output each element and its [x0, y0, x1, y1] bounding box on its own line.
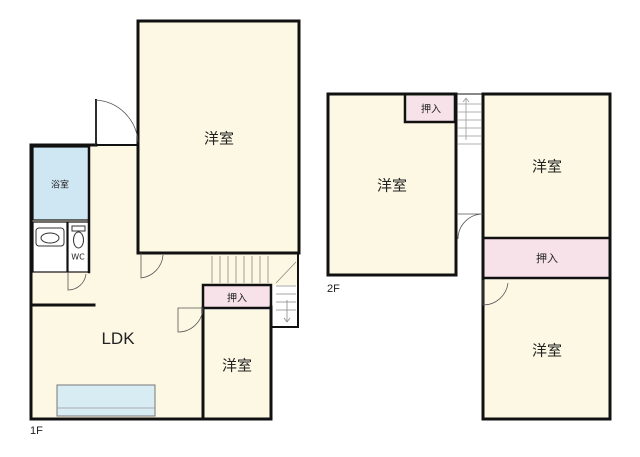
bath-fill	[33, 147, 89, 220]
room-label-western-bottom-right: 洋室	[531, 341, 563, 360]
western-top-right-fill	[483, 94, 610, 239]
stair-area-fill	[203, 253, 299, 285]
room-label-western-left: 洋室	[376, 176, 408, 195]
stairs-1f	[211, 256, 297, 323]
stairs-2f	[458, 97, 481, 145]
doors-1f	[67, 99, 204, 333]
kitchen-counter	[56, 384, 156, 417]
washbasin-icon	[35, 227, 65, 247]
room-label-ldk: LDK	[101, 329, 135, 348]
room-label-bath: 浴室	[50, 180, 70, 191]
room-label-closet: 押入	[227, 293, 247, 305]
western-left-fill	[329, 94, 456, 275]
wc-fill	[68, 222, 89, 272]
second-floor	[326, 92, 612, 421]
room-label-closet-top: 押入	[421, 104, 441, 116]
western-room-large-fill	[138, 21, 299, 253]
floor-label-2f: 2F	[327, 283, 340, 295]
room-label-western-small: 洋室	[221, 356, 253, 375]
western-bottom-right-fill	[483, 277, 610, 419]
floor-label-1f: 1F	[30, 425, 43, 437]
toilet-icon	[71, 225, 86, 249]
stair-wall	[271, 253, 299, 328]
room-label-closet-right: 押入	[536, 252, 558, 265]
room-label-western-top-right: 洋室	[531, 157, 563, 176]
room-label-western-large: 洋室	[203, 129, 235, 148]
closet-right-fill	[484, 239, 610, 277]
doors-2f	[457, 213, 509, 306]
first-floor	[29, 19, 301, 421]
washroom-fill	[33, 222, 67, 272]
closet-fill	[204, 286, 271, 307]
western-room-small-fill	[204, 310, 271, 418]
room-label-wc: WC	[71, 252, 85, 262]
walls-2f	[326, 92, 612, 421]
closet-top-fill	[407, 96, 455, 122]
